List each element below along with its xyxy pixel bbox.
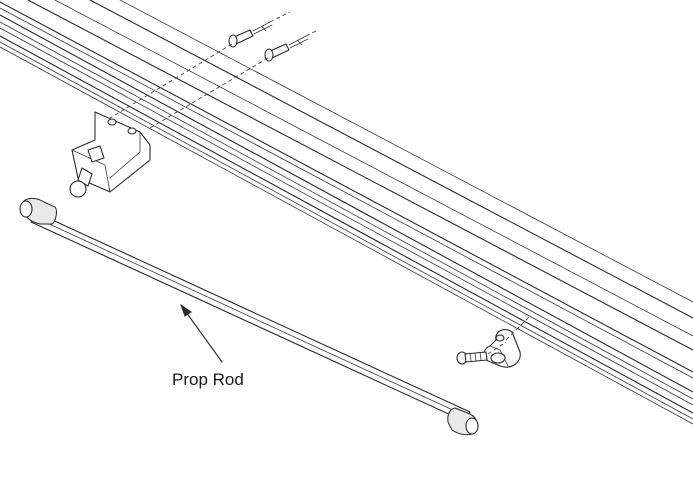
leader-screw-to-bracket-2 (149, 57, 269, 129)
leader-screw-to-bracket-1 (109, 43, 233, 119)
rail-extrusion (0, 0, 693, 425)
screw-upper-right (264, 29, 319, 62)
rod-clip (483, 329, 521, 368)
prop-rod-label: Prop Rod (172, 370, 244, 389)
mounting-bracket (69, 111, 151, 198)
clip-screw (456, 315, 531, 365)
prop-rod (19, 197, 479, 436)
screw-upper-left (228, 11, 291, 48)
callout-arrow (179, 303, 223, 363)
